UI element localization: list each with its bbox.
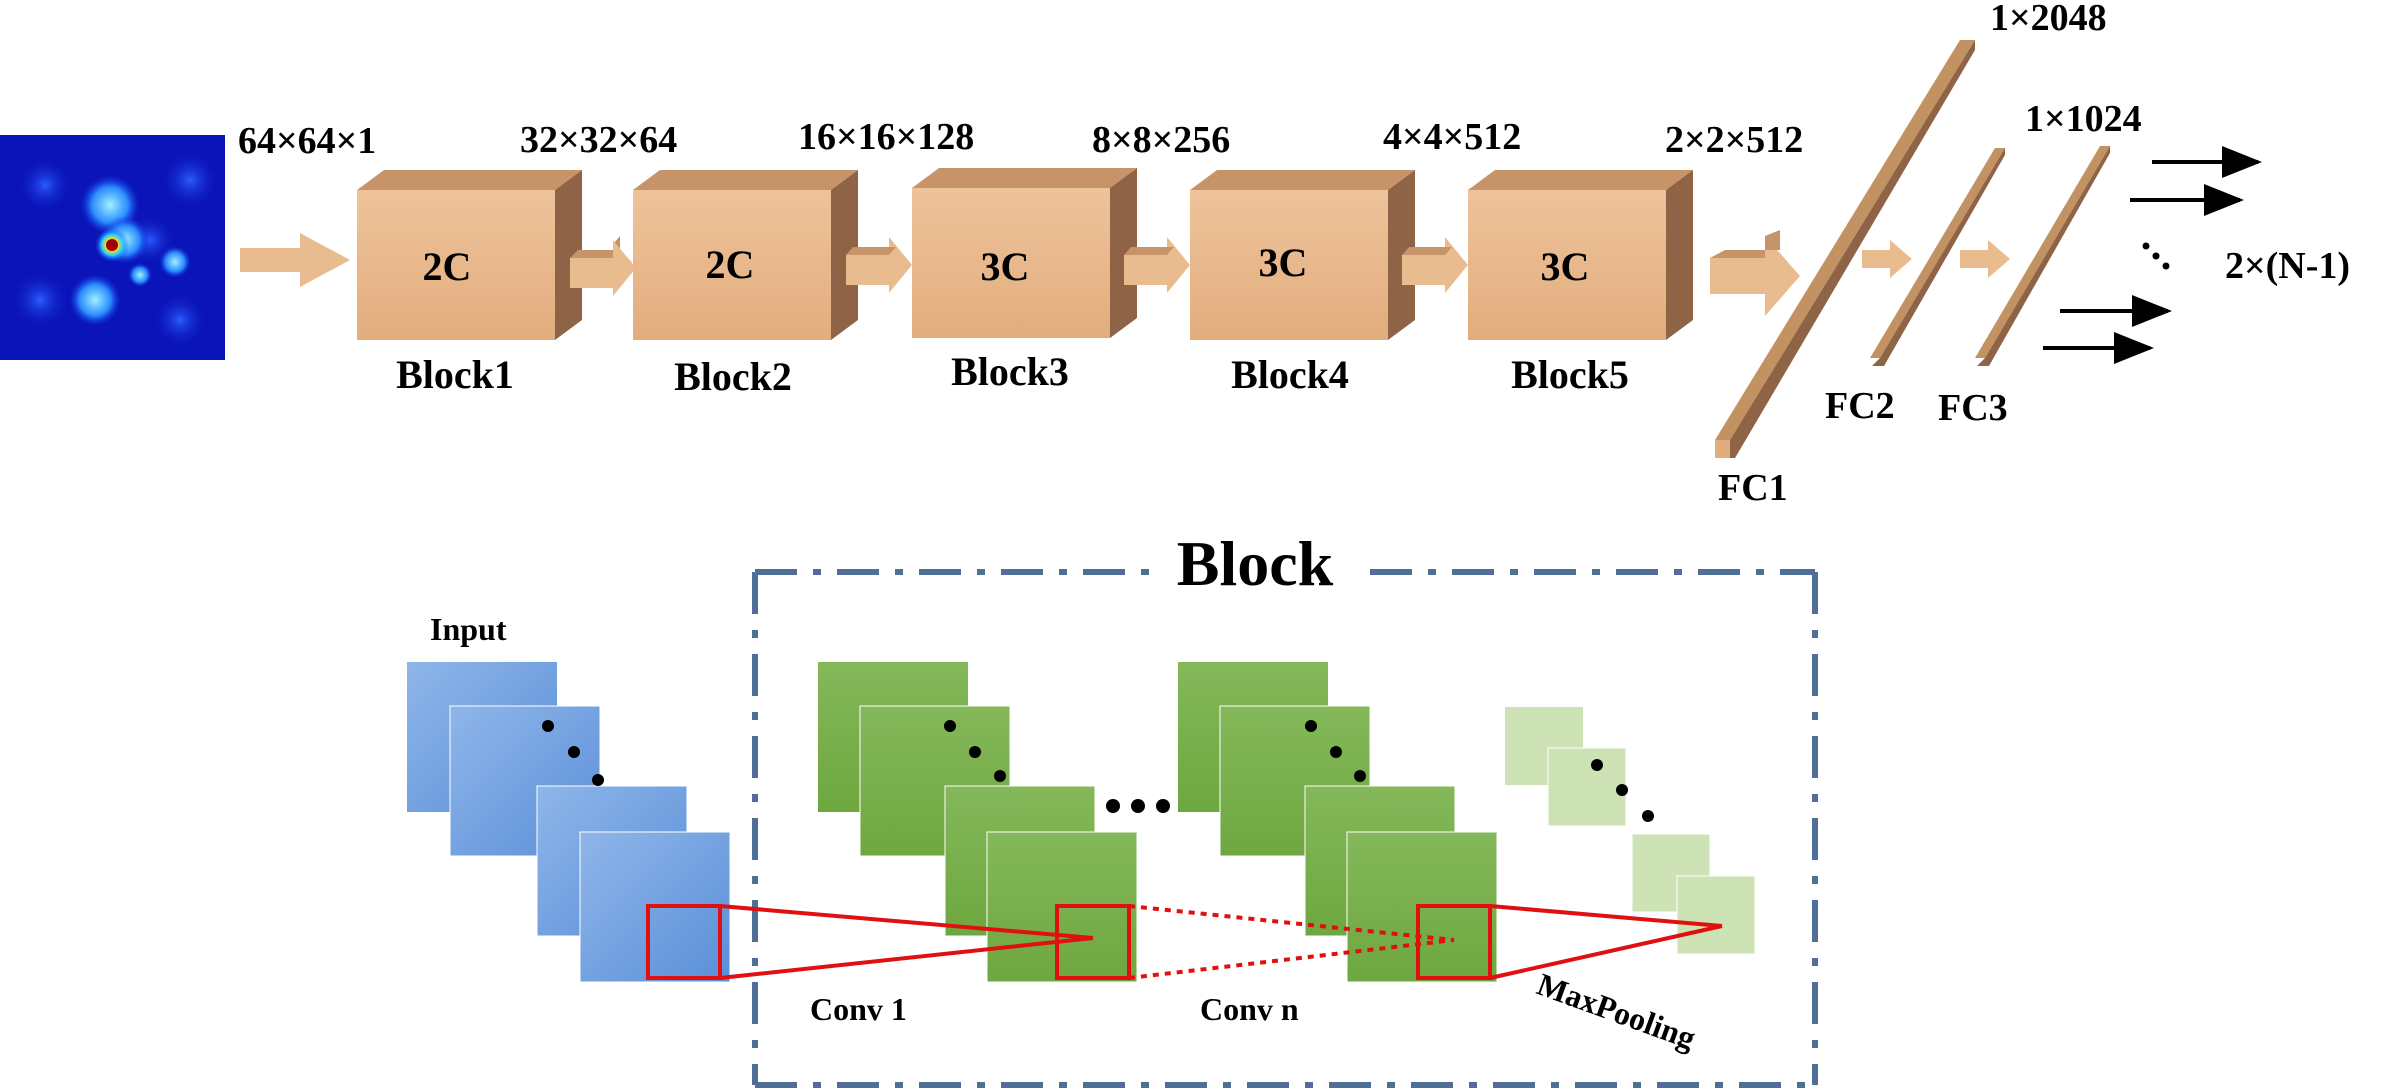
block2-cube — [633, 170, 858, 340]
output-ellipsis-dots — [2142, 242, 2170, 270]
block1-cube — [357, 170, 582, 340]
arrow-fc2-to-fc3 — [1960, 240, 2010, 278]
maxpooling-label: MaxPooling — [1533, 966, 1701, 1056]
conv1-label: Conv 1 — [810, 991, 907, 1027]
pooling-feature-maps — [1505, 707, 1756, 955]
fc2-bar — [1870, 148, 2005, 366]
convn-maps-ellipsis — [1305, 720, 1366, 782]
block2-inner-label: 2C — [706, 242, 755, 287]
block5-dims-label: 2×2×512 — [1665, 119, 1803, 161]
block-detail-frame — [752, 569, 1818, 1088]
fc3-name-label: FC3 — [1938, 387, 2008, 429]
block4-dims-label: 4×4×512 — [1383, 116, 1521, 158]
block3-dims-label: 8×8×256 — [1092, 119, 1230, 161]
block4-name-label: Block4 — [1231, 352, 1349, 397]
block5-cube — [1468, 170, 1693, 340]
output-label: 2×(N-1) — [2225, 245, 2350, 287]
fc1-name-label: FC1 — [1718, 467, 1788, 509]
arrow-block1-to-block2 — [570, 236, 636, 296]
input-maps-label: Input — [430, 611, 507, 647]
arrow-block4-to-block5 — [1402, 237, 1468, 293]
block4-inner-label: 3C — [1259, 240, 1308, 285]
arrow-block2-to-block3 — [846, 237, 912, 293]
block3-name-label: Block3 — [951, 349, 1069, 394]
receptive-field-highlights — [646, 904, 1723, 980]
input-feature-maps — [407, 662, 731, 983]
fc3-bar — [1975, 146, 2110, 366]
fc1-bar — [1715, 40, 1975, 458]
conv-layers-ellipsis — [1106, 799, 1170, 813]
block1-name-label: Block1 — [396, 352, 514, 397]
block1-inner-label: 2C — [423, 244, 472, 289]
arrow-input-to-block1 — [240, 233, 350, 287]
output-arrows — [2043, 146, 2262, 364]
conv1-feature-maps — [818, 662, 1138, 983]
block2-dims-label: 16×16×128 — [798, 116, 974, 158]
block1-dims-label: 32×32×64 — [520, 119, 677, 161]
conv1-maps-ellipsis — [944, 720, 1006, 782]
input-dims-label: 64×64×1 — [238, 120, 376, 162]
block-detail-title: Block — [1177, 528, 1334, 599]
block4-cube — [1190, 170, 1415, 340]
input-maps-ellipsis — [542, 720, 604, 786]
fc1-dims-label: 1×2048 — [1990, 0, 2107, 39]
input-heatmap-image — [0, 135, 225, 360]
fc2-dims-label: 1×1024 — [2025, 98, 2142, 140]
block3-cube — [912, 168, 1137, 338]
arrow-block5-to-fc1 — [1710, 230, 1800, 316]
block5-inner-label: 3C — [1541, 244, 1590, 289]
fc2-name-label: FC2 — [1825, 385, 1895, 427]
arrow-fc1-to-fc2 — [1862, 240, 1912, 278]
block2-name-label: Block2 — [674, 354, 792, 399]
block5-name-label: Block5 — [1511, 352, 1629, 397]
arrow-block3-to-block4 — [1124, 237, 1190, 293]
convn-label: Conv n — [1200, 991, 1299, 1027]
block3-inner-label: 3C — [981, 244, 1030, 289]
pooling-maps-ellipsis — [1591, 759, 1654, 822]
convn-feature-maps — [1178, 662, 1498, 983]
